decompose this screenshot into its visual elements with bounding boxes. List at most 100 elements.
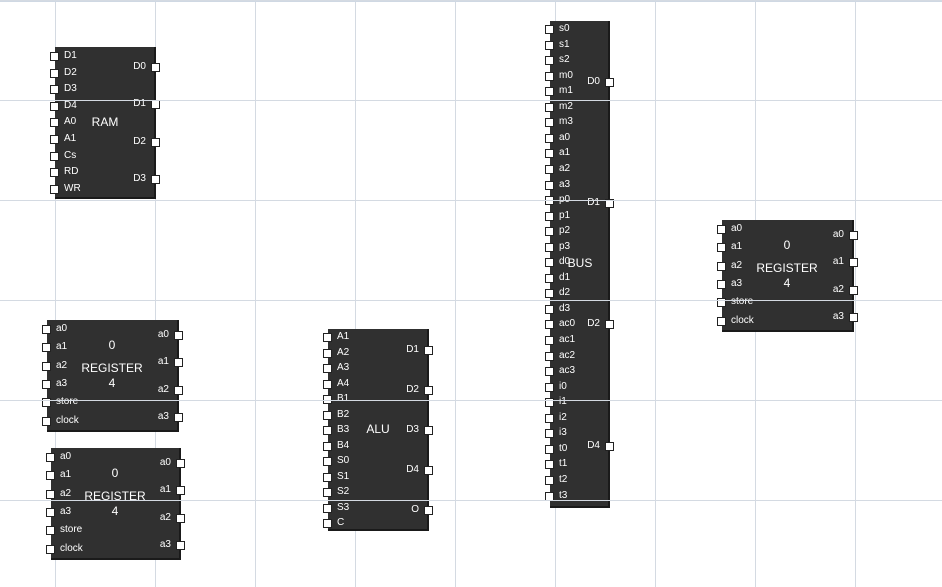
register-left-top-input-pin-4[interactable]	[42, 398, 51, 408]
register-left-bottom-input-pin-0[interactable]	[46, 453, 55, 462]
register-right-component[interactable]: 0 REGISTER 4	[722, 220, 854, 332]
register-left-top-output-pin-0[interactable]	[174, 331, 183, 340]
register-left-bottom-input-pin-3[interactable]	[46, 507, 55, 517]
bus-input-pin-3[interactable]	[545, 71, 554, 81]
register-left-bottom-component[interactable]: 0 REGISTER 4	[51, 448, 181, 560]
bus-input-pin-25[interactable]	[545, 413, 554, 423]
ram-output-pin-3[interactable]	[151, 175, 160, 184]
alu-input-pin-7[interactable]	[323, 441, 332, 451]
bus-input-pin-10[interactable]	[545, 180, 554, 190]
bus-input-pin-15[interactable]	[545, 258, 554, 268]
ram-input-pin-2[interactable]	[50, 85, 59, 95]
register-left-top-output-pin-3[interactable]	[174, 413, 183, 422]
bus-input-pin-19[interactable]	[545, 320, 554, 330]
alu-input-pin-6[interactable]	[323, 426, 332, 435]
alu-output-pin-4[interactable]	[424, 506, 433, 515]
register-right-input-pin-2[interactable]	[717, 261, 726, 271]
bus-input-pin-27[interactable]	[545, 444, 554, 454]
bus-input-pin-6[interactable]	[545, 118, 554, 128]
bus-input-pin-26[interactable]	[545, 429, 554, 439]
alu-input-pin-9[interactable]	[323, 472, 332, 482]
bus-input-pin-2[interactable]	[545, 56, 554, 66]
bus-input-pin-12[interactable]	[545, 211, 554, 221]
register-left-top-input-pin-3[interactable]	[42, 379, 51, 389]
ram-component[interactable]: RAM	[55, 47, 156, 199]
register-right-input-pin-4[interactable]	[717, 298, 726, 308]
ram-input-pin-3[interactable]	[50, 101, 59, 111]
bus-input-pin-17[interactable]	[545, 289, 554, 299]
bus-input-pin-16[interactable]	[545, 273, 554, 283]
register-left-top-output-pin-1[interactable]	[174, 358, 183, 367]
alu-output-pin-2[interactable]	[424, 426, 433, 435]
register-left-bottom-output-pin-3[interactable]	[176, 541, 185, 550]
bus-output-pin-3[interactable]	[605, 442, 614, 451]
bus-input-pin-29[interactable]	[545, 475, 554, 485]
alu-input-pin-5[interactable]	[323, 410, 332, 420]
ram-input-pin-5[interactable]	[50, 135, 59, 144]
ram-input-pin-6[interactable]	[50, 151, 59, 161]
alu-output-pin-3[interactable]	[424, 466, 433, 475]
ram-input-pin-8[interactable]	[50, 184, 59, 194]
register-right-input-pin-5[interactable]	[717, 316, 726, 326]
register-left-bottom-input-pin-4[interactable]	[46, 526, 55, 536]
register-left-bottom-input-pin-1[interactable]	[46, 471, 55, 481]
register-left-top-input-pin-1[interactable]	[42, 343, 51, 353]
register-left-bottom-input-pin-2[interactable]	[46, 489, 55, 499]
bus-input-pin-20[interactable]	[545, 336, 554, 345]
bus-input-pin-5[interactable]	[545, 102, 554, 112]
register-right-output-pin-2[interactable]	[849, 286, 858, 295]
bus-input-pin-22[interactable]	[545, 367, 554, 377]
alu-input-pin-3[interactable]	[323, 379, 332, 389]
register-left-bottom-output-pin-0[interactable]	[176, 459, 185, 468]
register-left-top-output-pin-2[interactable]	[174, 386, 183, 395]
bus-output-pin-1[interactable]	[605, 199, 614, 208]
register-left-top-input-pin-5[interactable]	[42, 416, 51, 426]
ram-input-pin-7[interactable]	[50, 168, 59, 178]
alu-output-pin-0[interactable]	[424, 346, 433, 355]
register-right-output-pin-1[interactable]	[849, 258, 858, 267]
ram-output-pin-1[interactable]	[151, 100, 160, 109]
alu-input-pin-12[interactable]	[323, 519, 332, 528]
register-right-input-pin-1[interactable]	[717, 243, 726, 253]
bus-input-pin-18[interactable]	[545, 304, 554, 314]
ram-input-pin-0[interactable]	[50, 52, 59, 61]
register-left-bottom-output-pin-2[interactable]	[176, 514, 185, 523]
ram-output-pin-0[interactable]	[151, 63, 160, 72]
register-left-top-input-pin-2[interactable]	[42, 361, 51, 371]
bus-input-pin-9[interactable]	[545, 164, 554, 174]
bus-output-pin-0[interactable]	[605, 78, 614, 87]
alu-input-pin-8[interactable]	[323, 457, 332, 466]
bus-input-pin-11[interactable]	[545, 196, 554, 206]
alu-input-pin-10[interactable]	[323, 488, 332, 497]
bus-input-pin-28[interactable]	[545, 460, 554, 470]
bus-output-pin-2[interactable]	[605, 320, 614, 329]
alu-input-pin-11[interactable]	[323, 503, 332, 513]
alu-output-pin-1[interactable]	[424, 386, 433, 395]
ram-input-pin-1[interactable]	[50, 68, 59, 78]
register-left-bottom-input-pin-5[interactable]	[46, 544, 55, 554]
register-left-top-input-pin-0[interactable]	[42, 325, 51, 334]
bus-input-pin-7[interactable]	[545, 133, 554, 143]
alu-input-pin-2[interactable]	[323, 364, 332, 373]
register-right-output-pin-3[interactable]	[849, 313, 858, 322]
bus-input-pin-4[interactable]	[545, 87, 554, 97]
alu-input-pin-4[interactable]	[323, 395, 332, 404]
register-right-input-pin-0[interactable]	[717, 225, 726, 234]
bus-input-pin-30[interactable]	[545, 491, 554, 501]
alu-input-pin-0[interactable]	[323, 333, 332, 342]
bus-input-pin-8[interactable]	[545, 149, 554, 159]
ram-input-pin-4[interactable]	[50, 118, 59, 128]
bus-input-pin-23[interactable]	[545, 382, 554, 392]
bus-input-pin-21[interactable]	[545, 351, 554, 361]
ram-output-pin-2[interactable]	[151, 138, 160, 147]
register-right-input-pin-3[interactable]	[717, 279, 726, 289]
register-right-output-pin-0[interactable]	[849, 231, 858, 240]
bus-input-pin-0[interactable]	[545, 25, 554, 34]
register-left-bottom-output-pin-1[interactable]	[176, 486, 185, 495]
register-left-top-component[interactable]: 0 REGISTER 4	[47, 320, 179, 432]
bus-component[interactable]: BUS	[550, 21, 610, 508]
alu-input-pin-1[interactable]	[323, 348, 332, 358]
bus-input-pin-14[interactable]	[545, 242, 554, 252]
bus-input-pin-1[interactable]	[545, 40, 554, 50]
